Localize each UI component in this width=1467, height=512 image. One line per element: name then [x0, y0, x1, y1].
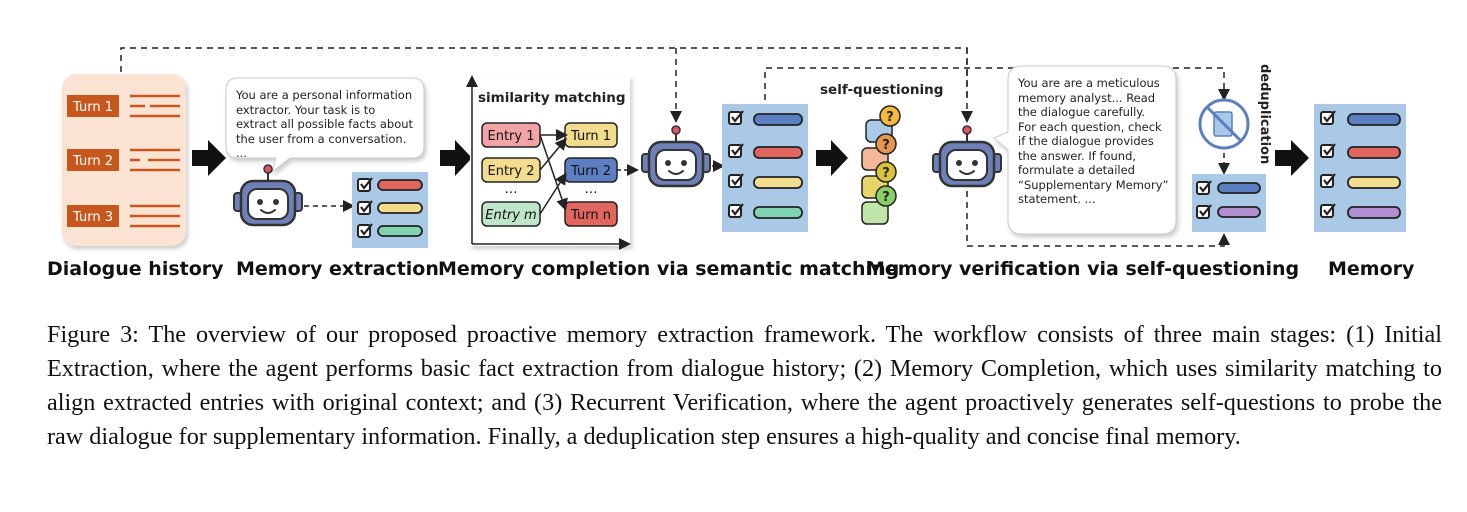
stage-label-memory-extraction: Memory extraction: [236, 258, 439, 280]
svg-text:?: ?: [882, 138, 890, 153]
entry-label: Entry m: [485, 208, 536, 223]
turn-match-label: Turn 2: [570, 164, 611, 179]
loop-line-bottom: [966, 180, 1230, 247]
framework-diagram: Turn 1 Turn 2 Turn 3: [47, 47, 1415, 280]
arrow-icon: [192, 140, 1309, 176]
stage-label-dialogue-history: Dialogue history: [47, 258, 224, 280]
turn-label: Turn 2: [72, 154, 113, 169]
turn-label: Turn 1: [72, 100, 113, 115]
robot-icon: [232, 163, 304, 227]
entry-label: Entry 1: [488, 129, 535, 144]
similarity-matching-chart: [466, 75, 639, 250]
extraction-speech-bubble: [225, 77, 425, 174]
svg-text:?: ?: [882, 190, 890, 205]
entry-label: Entry 2: [488, 164, 535, 179]
turn-row: Turn 1: [67, 94, 180, 118]
robot-icon: [640, 124, 712, 188]
final-memory-list: [1314, 104, 1406, 232]
self-questioning-title: self-questioning: [820, 82, 943, 98]
robot-icon: [931, 124, 1003, 188]
stage-label-memory-completion: Memory completion via semantic matching: [438, 258, 900, 280]
turn-match-label: Turn 1: [570, 129, 611, 144]
diagram-svg: Turn 1 Turn 2 Turn 3: [62, 47, 1406, 250]
loop-line-top: [764, 67, 1230, 101]
no-document-icon: [1198, 98, 1250, 150]
dialogue-history-panel: Turn 1 Turn 2 Turn 3: [62, 74, 186, 246]
figure-number: Figure 3:: [47, 321, 139, 348]
stage-label-memory: Memory: [1328, 258, 1415, 280]
extracted-memory-list: [352, 172, 428, 248]
turn-ellipsis: …: [585, 182, 598, 197]
deduplication-label: deduplication: [1257, 64, 1272, 164]
extraction-prompt-text: You are a personal information extractor…: [236, 88, 414, 160]
verification-speech-bubble: [993, 65, 1177, 235]
duplicate-memory-list: [1192, 174, 1266, 232]
turn-match-label: Turn n: [570, 208, 611, 223]
stage-label-memory-verification: Memory verification via self-questioning: [866, 258, 1300, 280]
caption-text: The overview of our proposed proactive m…: [47, 321, 1442, 450]
turn-label: Turn 3: [72, 210, 113, 225]
entry-ellipsis: …: [505, 182, 518, 197]
svg-text:?: ?: [882, 166, 890, 181]
question-bubbles: ? ? ? ?: [861, 105, 901, 225]
similarity-matching-title: similarity matching: [478, 90, 625, 106]
turn-row: Turn 2: [67, 148, 180, 172]
completed-memory-list: [722, 104, 808, 232]
svg-text:?: ?: [886, 110, 894, 125]
verification-prompt-text: You are are a meticulous memory analyst.…: [1018, 76, 1169, 206]
figure-caption: Figure 3: The overview of our proposed p…: [47, 318, 1442, 454]
turn-row: Turn 3: [67, 204, 180, 228]
